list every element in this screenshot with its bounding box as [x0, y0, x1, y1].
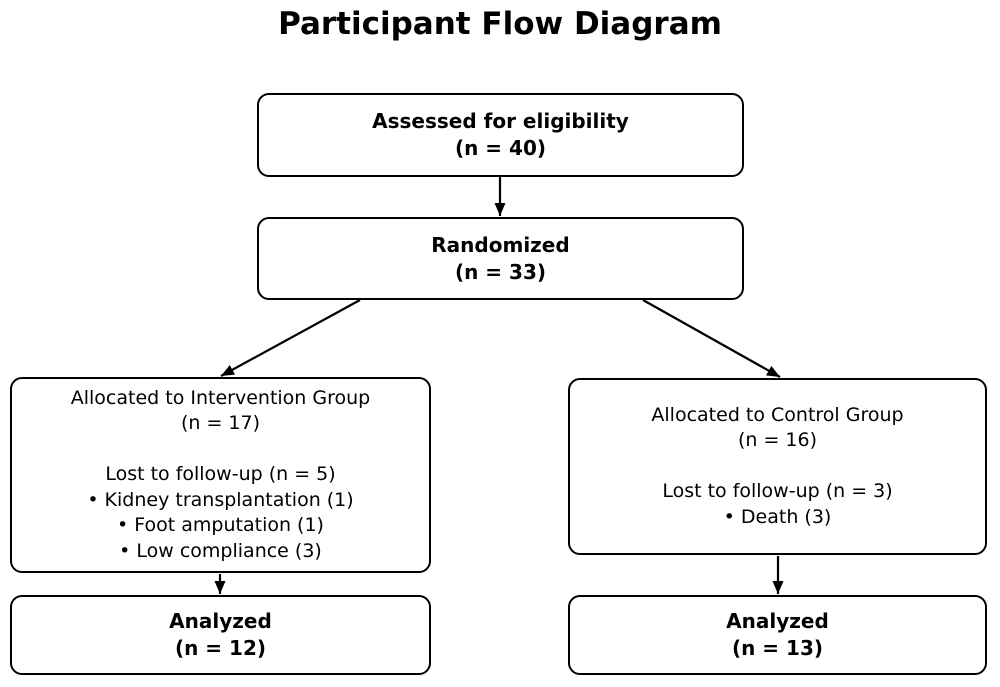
- intervention-lost-header: Lost to follow-up (n = 5): [105, 463, 336, 486]
- intervention-lost-bullet: • Foot amputation (1): [117, 514, 324, 537]
- analyzed-control-label: Analyzed: [726, 609, 829, 633]
- intervention-label: Allocated to Intervention Group: [70, 386, 371, 409]
- control-label: Allocated to Control Group: [651, 403, 904, 426]
- intervention-lost-bullet: • Low compliance (3): [119, 539, 322, 562]
- arrow-randomized-to-intervention: [220, 299, 361, 377]
- analyzed-intervention-label: Analyzed: [169, 609, 272, 633]
- randomized-count: (n = 33): [454, 259, 547, 284]
- control-lost-header: Lost to follow-up (n = 3): [662, 480, 893, 503]
- node-randomized: Randomized (n = 33): [257, 217, 744, 300]
- arrow-randomized-to-control: [642, 299, 781, 378]
- control-count: (n = 16): [737, 429, 818, 452]
- node-analyzed-control: Analyzed (n = 13): [568, 595, 987, 675]
- diagram-title: Participant Flow Diagram: [278, 6, 722, 42]
- node-control-group: Allocated to Control Group (n = 16) Lost…: [568, 378, 987, 555]
- assessed-count: (n = 40): [454, 136, 547, 160]
- node-assessed-for-eligibility: Assessed for eligibility (n = 40): [257, 93, 744, 177]
- node-analyzed-intervention: Analyzed (n = 12): [10, 595, 431, 675]
- intervention-lost-bullet: • Kidney transplantation (1): [87, 488, 354, 511]
- randomized-label: Randomized: [431, 232, 570, 257]
- analyzed-intervention-count: (n = 12): [174, 636, 267, 660]
- node-intervention-group: Allocated to Intervention Group (n = 17)…: [10, 377, 431, 573]
- intervention-count: (n = 17): [180, 412, 261, 435]
- control-lost-bullet: • Death (3): [723, 505, 832, 528]
- analyzed-control-count: (n = 13): [731, 636, 824, 660]
- assessed-label: Assessed for eligibility: [372, 109, 629, 133]
